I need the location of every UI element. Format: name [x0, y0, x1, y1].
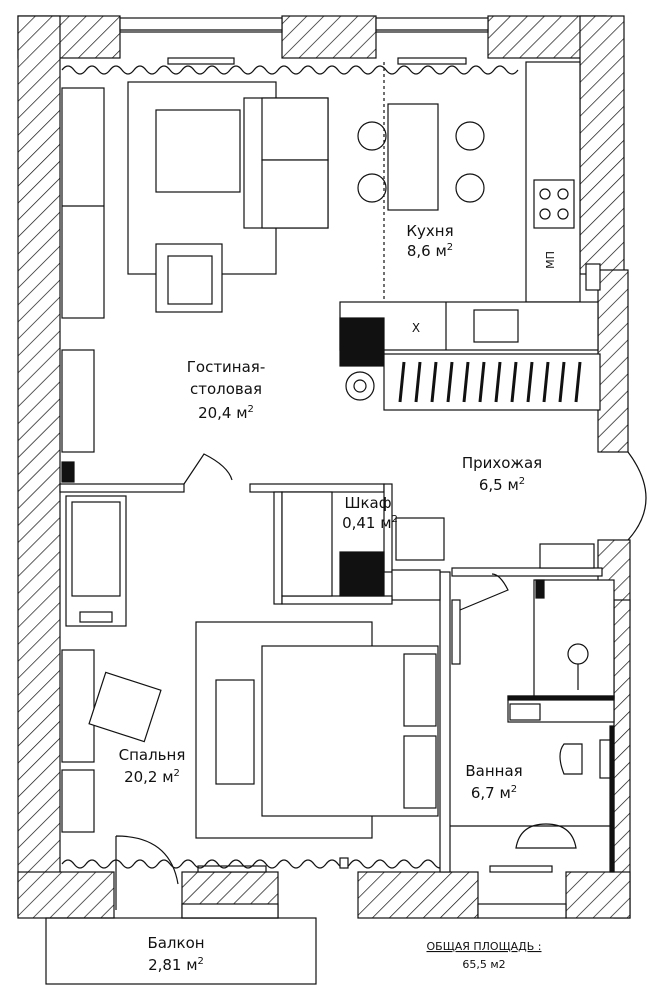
hanger-mark: [574, 361, 582, 403]
hanger-mark: [430, 361, 438, 403]
hanger-mark: [462, 361, 470, 403]
room-labels: Кухня 8,6 м2 Гостиная- столовая 20,4 м2 …: [119, 222, 557, 974]
curtains: [61, 65, 519, 869]
mp-mark: МП: [544, 251, 557, 269]
hanger-mark: [510, 361, 518, 403]
kitchen-area: 8,6 м2: [407, 242, 453, 260]
bathroom-area: 6,7 м2: [471, 784, 517, 802]
hanger-mark: [494, 361, 502, 403]
hanger-mark: [398, 361, 406, 403]
hanger-mark: [558, 361, 566, 403]
total-area-value: 65,5 м2: [462, 958, 505, 971]
bedroom-furniture: [61, 495, 461, 839]
hall-wardrobe-hangers: [398, 361, 582, 403]
windows: [119, 17, 567, 919]
x-mark: X: [412, 321, 420, 335]
hanger-mark: [542, 361, 550, 403]
closet-furniture: [281, 491, 595, 597]
hall-area: 6,5 м2: [479, 476, 525, 494]
closet-area: 0,41 м2: [342, 514, 398, 532]
hall-name: Прихожая: [462, 454, 542, 472]
hanger-mark: [446, 361, 454, 403]
living-furniture: [61, 81, 329, 483]
balcony-area: 2,81 м2: [148, 956, 204, 974]
balcony-name: Балкон: [147, 934, 204, 952]
bedroom-area: 20,2 м2: [124, 768, 180, 786]
total-area-label: ОБЩАЯ ПЛОЩАДЬ :: [426, 940, 541, 953]
bathroom-name: Ванная: [465, 762, 522, 780]
doors: [45, 451, 647, 985]
exterior-walls: [17, 15, 631, 919]
hanger-mark: [478, 361, 486, 403]
bedroom-name: Спальня: [119, 746, 186, 764]
bathroom-fixtures: [339, 579, 615, 873]
kitchen-furniture: [339, 61, 601, 411]
living-name-line2: столовая: [190, 380, 262, 398]
living-name-line1: Гостиная-: [187, 358, 266, 376]
living-area: 20,4 м2: [198, 404, 254, 422]
hanger-mark: [414, 361, 422, 403]
kitchen-name: Кухня: [406, 222, 453, 240]
closet-name: Шкаф: [344, 494, 391, 512]
hanger-mark: [526, 361, 534, 403]
interior-walls: [59, 483, 603, 873]
